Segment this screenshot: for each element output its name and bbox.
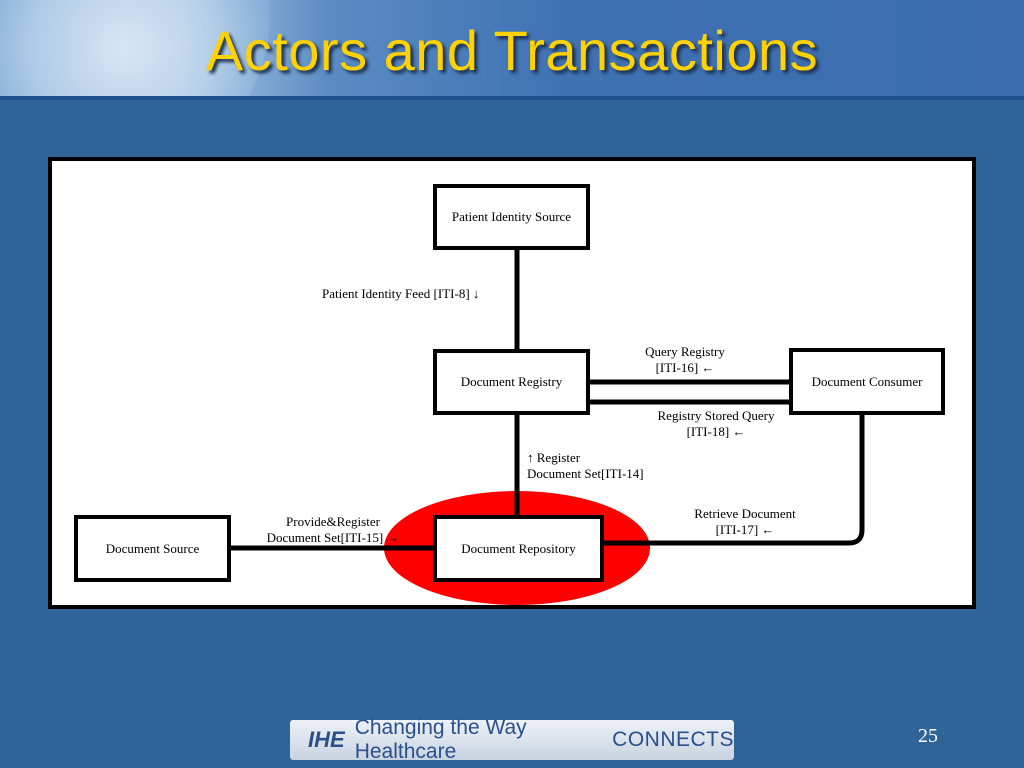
header-divider bbox=[0, 96, 1024, 100]
label-patient-identity-feed: Patient Identity Feed [ITI-8] ↓ bbox=[322, 286, 480, 301]
slide-header bbox=[0, 0, 1024, 100]
connector-retrieve bbox=[602, 413, 865, 546]
label-line: Provide&Register bbox=[286, 514, 380, 529]
label-provide-register: Provide&Register Document Set[ITI-15] → bbox=[256, 514, 410, 546]
slide-title: Actors and Transactions bbox=[205, 19, 819, 82]
actor-label: Document Registry bbox=[460, 374, 563, 389]
label-retrieve-document: Retrieve Document [ITI-17] ← bbox=[680, 506, 810, 538]
label-line: Document Set[ITI-14] bbox=[527, 466, 644, 481]
slide-number: 25 bbox=[918, 725, 938, 747]
label-register-document-set: ↑ Register Document Set[ITI-14] bbox=[527, 450, 644, 482]
footer-logo-banner: IHE Changing the Way Healthcare CONNECTS bbox=[290, 716, 734, 763]
actor-document-repository: Document Repository bbox=[433, 515, 604, 582]
label-line: Registry Stored Query bbox=[657, 408, 775, 423]
label-line: [ITI-16] ← bbox=[655, 360, 715, 375]
ihe-logo: IHE bbox=[308, 727, 345, 752]
footer-brand: CONNECTS bbox=[612, 728, 734, 751]
label-registry-stored-query: Registry Stored Query [ITI-18] ← bbox=[646, 408, 786, 440]
label-query-registry: Query Registry [ITI-16] ← bbox=[630, 344, 740, 376]
actor-label: Patient Identity Source bbox=[451, 209, 572, 224]
actor-label: Document Consumer bbox=[811, 373, 923, 389]
globe-image bbox=[0, 0, 270, 100]
actor-document-registry: Document Registry bbox=[433, 349, 590, 415]
footer-tagline: Changing the Way Healthcare bbox=[354, 716, 527, 763]
actor-patient-identity-source: Patient Identity Source bbox=[433, 184, 590, 250]
label-line: [ITI-18] ← bbox=[686, 424, 746, 439]
label-line: ↑ Register bbox=[527, 450, 581, 465]
actor-label: Document Repository bbox=[461, 540, 576, 556]
label-line: Retrieve Document bbox=[694, 506, 796, 521]
actor-document-source: Document Source bbox=[74, 515, 231, 582]
label-line: [ITI-17] ← bbox=[715, 522, 775, 537]
actor-label: Document Source bbox=[105, 540, 200, 556]
label-line: Query Registry bbox=[645, 344, 725, 359]
actor-document-consumer: Document Consumer bbox=[789, 348, 945, 415]
label-line: Document Set[ITI-15] → bbox=[266, 530, 400, 545]
